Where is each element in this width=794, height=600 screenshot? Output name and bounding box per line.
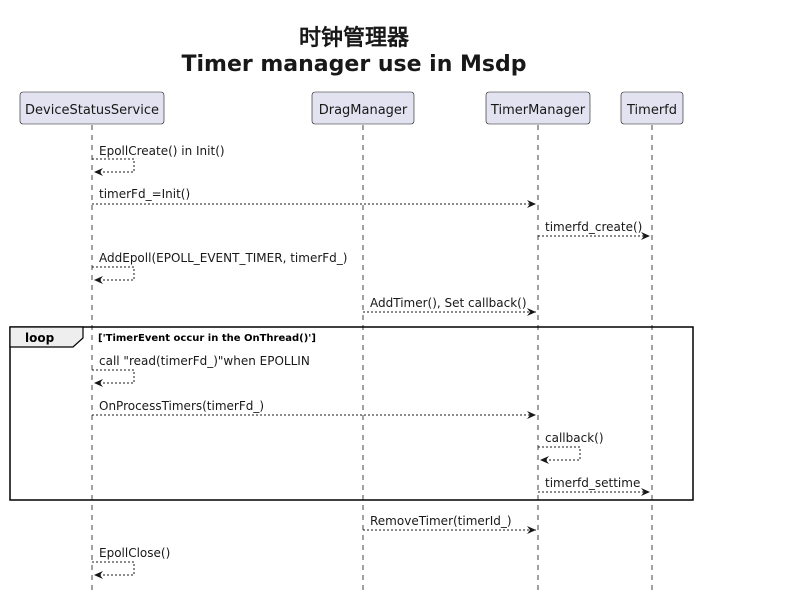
message-label: timerfd_settime bbox=[545, 476, 640, 490]
participant-devicestatusservice: DeviceStatusService bbox=[19, 91, 165, 125]
participant-label: Timerfd bbox=[626, 103, 677, 118]
participant-label: TimerManager bbox=[490, 103, 586, 118]
participant-timermanager: TimerManager bbox=[485, 91, 591, 125]
participant-label: DeviceStatusService bbox=[25, 103, 159, 118]
loop-fragment: loop ['TimerEvent occur in the OnThread(… bbox=[9, 326, 694, 501]
message-add-timer: AddTimer(), Set callback() bbox=[363, 296, 536, 316]
participant-label: DragManager bbox=[319, 103, 408, 118]
message-label: timerfd_create() bbox=[545, 220, 642, 234]
message-timerfd-settime: timerfd_settime bbox=[538, 476, 650, 496]
message-remove-timer: RemoveTimer(timerId_) bbox=[363, 514, 536, 534]
message-callback: callback() bbox=[538, 431, 604, 464]
loop-guard: ['TimerEvent occur in the OnThread()'] bbox=[98, 333, 316, 344]
message-epoll-create: EpollCreate() in Init() bbox=[92, 144, 225, 176]
message-read-timerfd: call "read(timerFd_)"when EPOLLIN bbox=[92, 354, 310, 387]
message-label: OnProcessTimers(timerFd_) bbox=[99, 399, 264, 413]
message-add-epoll: AddEpoll(EPOLL_EVENT_TIMER, timerFd_) bbox=[92, 251, 347, 284]
message-epoll-close: EpollClose() bbox=[92, 546, 170, 579]
message-label: AddTimer(), Set callback() bbox=[370, 296, 527, 310]
message-timerfd-create: timerfd_create() bbox=[538, 220, 650, 240]
loop-keyword: loop bbox=[25, 331, 55, 345]
message-label: EpollClose() bbox=[99, 546, 170, 560]
diagram-title-english: Timer manager use in Msdp bbox=[181, 52, 527, 77]
message-label: timerFd_=Init() bbox=[99, 187, 190, 201]
message-label: call "read(timerFd_)"when EPOLLIN bbox=[99, 354, 310, 368]
message-label: EpollCreate() in Init() bbox=[99, 144, 225, 158]
message-label: AddEpoll(EPOLL_EVENT_TIMER, timerFd_) bbox=[99, 251, 347, 265]
participant-timerfd: Timerfd bbox=[620, 91, 684, 125]
message-label: callback() bbox=[545, 431, 604, 445]
message-on-process-timers: OnProcessTimers(timerFd_) bbox=[92, 399, 536, 419]
diagram-title-chinese: 时钟管理器 bbox=[298, 26, 409, 51]
message-timer-init: timerFd_=Init() bbox=[92, 187, 536, 208]
message-label: RemoveTimer(timerId_) bbox=[370, 514, 512, 528]
participant-dragmanager: DragManager bbox=[311, 91, 415, 125]
